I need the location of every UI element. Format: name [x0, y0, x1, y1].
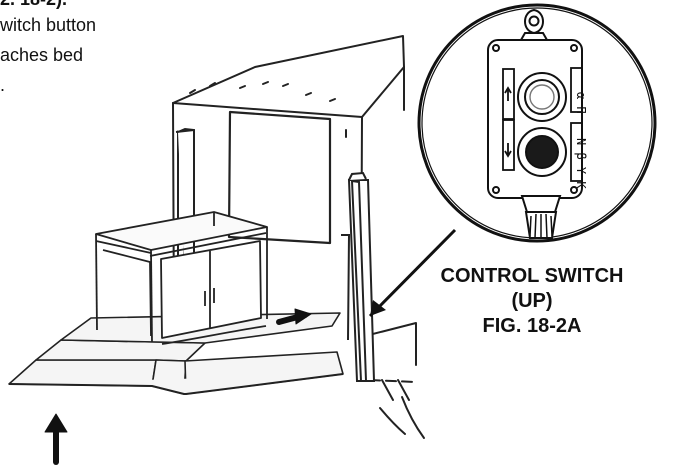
control-box-top-hook [519, 8, 549, 41]
instruction-line-3: . [0, 75, 6, 95]
control-switch-magnifier: α Π N β Y K [417, 3, 657, 243]
figure-caption: CONTROL SWITCH (UP) FIG. 18-2A [412, 264, 652, 339]
up-button-dimple [529, 84, 555, 110]
caption-state: (UP) [511, 290, 553, 312]
caption-title: CONTROL SWITCH [440, 265, 624, 287]
control-cable-gland [520, 195, 562, 239]
callout-leader [368, 228, 457, 318]
instruction-line-2: aches bed [0, 45, 84, 65]
control-label-upper: α Π [574, 92, 588, 114]
control-buttons [517, 72, 567, 177]
down-button-dark [525, 135, 559, 169]
cart [95, 211, 268, 345]
truck-body [172, 35, 425, 439]
caption-figure-number: FIG. 18-2A [482, 315, 582, 337]
instruction-ref: 2. 18-2). [0, 0, 67, 10]
control-label-lower: N β Y K [574, 138, 588, 189]
control-box-side-labels [502, 67, 583, 182]
directional-arrows [44, 308, 312, 465]
instruction-line-1: witch button [0, 15, 97, 35]
